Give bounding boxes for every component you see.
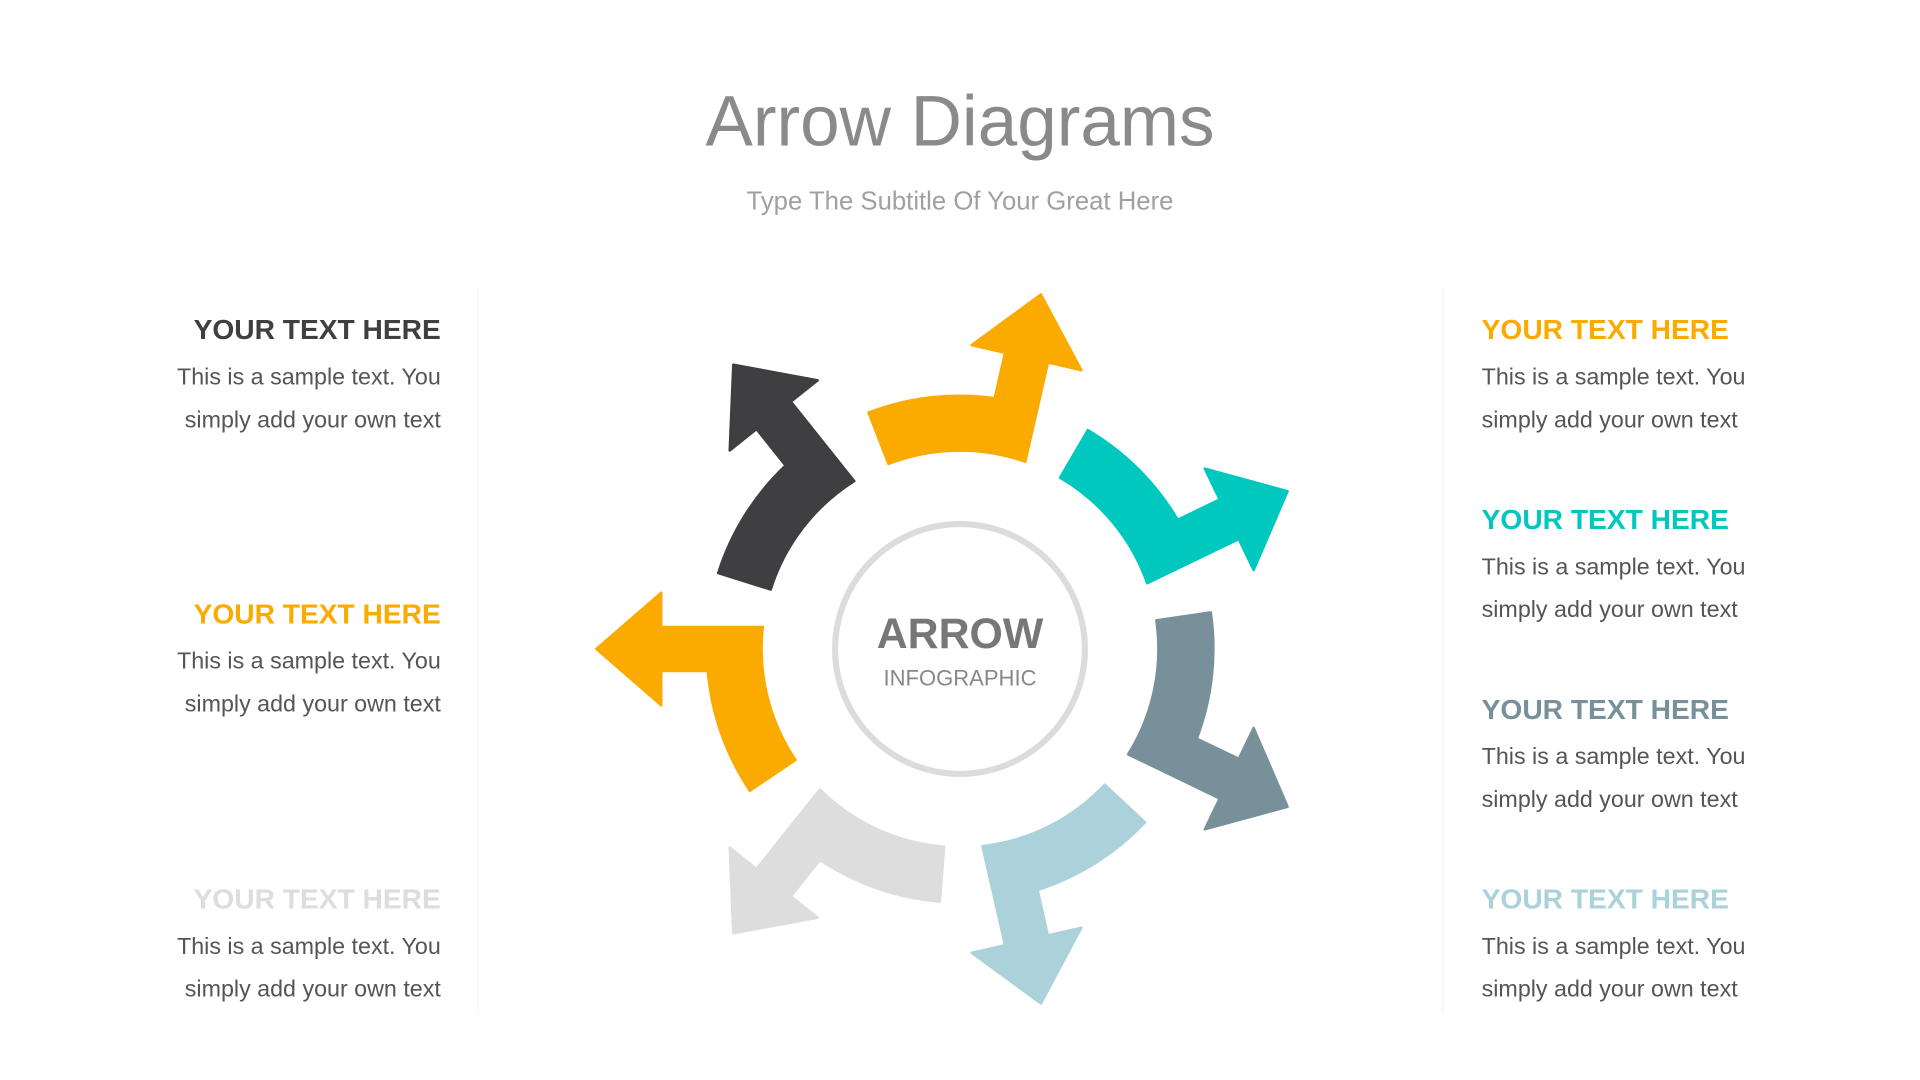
item-line: simply add your own text bbox=[1481, 407, 1738, 434]
item-line: simply add your own text bbox=[184, 407, 441, 434]
page-subtitle: Type The Subtitle Of Your Great Here bbox=[746, 187, 1174, 216]
item-body: This is a sample text. You simply add you… bbox=[122, 640, 441, 726]
item-body: This is a sample text. You simply add you… bbox=[1482, 736, 1800, 822]
right-item-1: YOUR TEXT HERE This is a sample text. Yo… bbox=[1482, 312, 1800, 442]
item-body: This is a sample text. You simply add you… bbox=[1482, 926, 1800, 1012]
item-heading: YOUR TEXT HERE bbox=[1481, 882, 1729, 915]
item-line: This is a sample text. You bbox=[1481, 364, 1746, 391]
item-line: This is a sample text. You bbox=[1481, 934, 1746, 961]
item-line: simply add your own text bbox=[184, 977, 441, 1003]
item-body: This is a sample text. You simply add you… bbox=[122, 926, 441, 1012]
left-item-1: YOUR TEXT HERE This is a sample text. Yo… bbox=[122, 312, 441, 442]
item-line: simply add your own text bbox=[184, 691, 441, 718]
arrow-lower-left-lightgray-icon bbox=[728, 788, 946, 935]
right-item-4: YOUR TEXT HERE This is a sample text. Yo… bbox=[1482, 882, 1800, 1012]
right-item-3: YOUR TEXT HERE This is a sample text. Yo… bbox=[1482, 692, 1800, 822]
item-body: This is a sample text. You simply add you… bbox=[1482, 546, 1800, 632]
item-line: This is a sample text. You bbox=[176, 934, 441, 961]
arrow-left-orange-icon bbox=[595, 591, 797, 793]
arrow-upper-left-dark-icon bbox=[716, 363, 856, 591]
item-line: simply add your own text bbox=[1481, 787, 1738, 814]
item-body: This is a sample text. You simply add you… bbox=[122, 356, 441, 442]
item-heading: YOUR TEXT HERE bbox=[193, 597, 441, 630]
page-title: Arrow Diagrams bbox=[705, 82, 1215, 162]
item-line: simply add your own text bbox=[1481, 597, 1738, 624]
item-line: This is a sample text. You bbox=[1481, 744, 1746, 771]
right-item-2: YOUR TEXT HERE This is a sample text. Yo… bbox=[1482, 502, 1800, 632]
arrow-lower-right-slate-icon bbox=[1126, 611, 1289, 831]
center-title: ARROW bbox=[877, 610, 1044, 658]
arrow-top-orange-icon bbox=[867, 293, 1083, 466]
item-line: This is a sample text. You bbox=[176, 648, 441, 675]
arrow-bottom-lightblue-icon bbox=[970, 783, 1147, 1005]
divider-right bbox=[1442, 287, 1444, 1013]
item-heading: YOUR TEXT HERE bbox=[1481, 313, 1729, 346]
item-heading: YOUR TEXT HERE bbox=[1481, 503, 1729, 536]
divider-left bbox=[477, 287, 479, 1013]
item-line: simply add your own text bbox=[1481, 977, 1738, 1003]
left-item-3: YOUR TEXT HERE This is a sample text. Yo… bbox=[122, 882, 441, 1012]
item-line: This is a sample text. You bbox=[176, 364, 441, 391]
arrow-upper-right-teal-icon bbox=[1058, 428, 1289, 585]
item-line: This is a sample text. You bbox=[1481, 554, 1746, 581]
item-heading: YOUR TEXT HERE bbox=[1481, 693, 1729, 725]
center-circle bbox=[832, 521, 1088, 777]
item-heading: YOUR TEXT HERE bbox=[193, 882, 441, 915]
left-item-2: YOUR TEXT HERE This is a sample text. Yo… bbox=[122, 596, 441, 726]
center-subtitle: INFOGRAPHIC bbox=[883, 666, 1036, 691]
item-body: This is a sample text. You simply add you… bbox=[1482, 356, 1800, 442]
item-heading: YOUR TEXT HERE bbox=[193, 313, 441, 346]
